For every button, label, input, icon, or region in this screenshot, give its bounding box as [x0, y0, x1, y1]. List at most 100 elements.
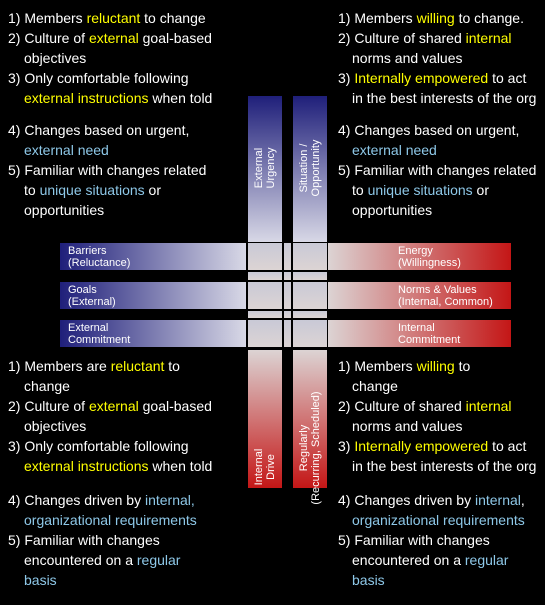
highlight-text: reluctant: [110, 358, 165, 374]
list-line: norms and values: [338, 48, 543, 68]
highlight-text: Internally empowered: [354, 438, 489, 454]
quadrant-top-right: 1) Members willing to change.2) Culture …: [338, 8, 543, 220]
plain-text: 2) Culture of: [8, 398, 89, 414]
plain-text: 3): [338, 438, 355, 454]
plain-text: 2) Culture of shared: [338, 30, 466, 46]
list-line: 3) Only comfortable following: [8, 436, 243, 456]
highlight-text: organizational requirements: [352, 512, 525, 528]
list-line: basis: [338, 570, 543, 590]
bar-barriers: [60, 243, 246, 270]
plain-text: 3) Only comfortable following: [8, 70, 189, 86]
list-line: 3) Only comfortable following: [8, 68, 243, 88]
plain-text: to: [352, 182, 368, 198]
highlight-text: external: [88, 398, 139, 414]
plain-text: 1) Members: [8, 10, 87, 26]
label-regularly: Regularly(Recurring, Scheduled): [293, 350, 327, 504]
plain-text: 5) Familiar with changes: [8, 532, 160, 548]
bar-energy: [328, 243, 511, 270]
highlight-text: regular: [464, 552, 509, 568]
plain-text: change: [24, 378, 70, 394]
label-norms-values: Norms & Values(Internal, Common): [398, 282, 510, 309]
plain-text: to act: [488, 70, 527, 86]
plain-text: 3) Only comfortable following: [8, 438, 189, 454]
highlight-text: regular: [136, 552, 181, 568]
plain-text: 2) Culture of: [8, 30, 89, 46]
highlight-text: external: [88, 30, 139, 46]
highlight-text: internal: [465, 30, 512, 46]
list-line: 3) Internally empowered to act: [338, 68, 543, 88]
list-line: 4) Changes driven by internal,: [8, 490, 243, 510]
highlight-text: external need: [352, 142, 437, 158]
list-line: external instructions when told: [8, 88, 243, 108]
label-goals: Goals(External): [68, 282, 238, 309]
plain-text: in the best interests of the org: [352, 458, 537, 474]
highlight-text: external need: [24, 142, 109, 158]
list-line: 2) Culture of external goal-based: [8, 28, 243, 48]
center-grid: [248, 243, 327, 347]
plain-text: when told: [148, 90, 213, 106]
list-line: organizational requirements: [338, 510, 543, 530]
bar-label-line: Goals: [68, 284, 97, 296]
bar-situation-opportunity: [293, 96, 327, 242]
bar-goals: [60, 282, 246, 309]
list-line: 1) Members willing to: [338, 356, 543, 376]
highlight-text: Internally empowered: [354, 70, 489, 86]
plain-text: goal-based: [138, 30, 212, 46]
plain-text: 4) Changes based on urgent,: [338, 122, 520, 138]
list-line: to unique situations or: [338, 180, 543, 200]
bar-label-line: Situation /: [298, 143, 310, 193]
bar-label-line: (Internal, Common): [398, 296, 493, 308]
list-line: 3) Internally empowered to act: [338, 436, 543, 456]
plain-text: 4) Changes driven by: [338, 492, 475, 508]
bar-label-line: External: [253, 147, 265, 189]
plain-text: 4) Changes based on urgent,: [8, 122, 190, 138]
plain-text: 5) Familiar with changes: [338, 532, 490, 548]
plain-text: 1) Members are: [8, 358, 111, 374]
highlight-text: willing: [416, 358, 455, 374]
list-line: 5) Familiar with changes: [8, 530, 243, 550]
highlight-text: unique situations: [367, 182, 473, 198]
bar-label-line: Opportunity: [310, 139, 322, 197]
list-line: objectives: [8, 416, 243, 436]
bar-label-line: (Recurring, Scheduled): [310, 391, 322, 505]
list-line: 4) Changes driven by internal,: [338, 490, 543, 510]
plain-text: 5) Familiar with changes related: [338, 162, 537, 178]
plain-text: 2) Culture of shared: [338, 398, 466, 414]
list-line: 2) Culture of shared internal: [338, 28, 543, 48]
plain-text: to: [454, 358, 471, 374]
bar-external-commitment: [60, 320, 246, 347]
bar-label-line: Regularly: [298, 424, 310, 472]
list-line: 5) Familiar with changes related: [338, 160, 543, 180]
plain-text: ,: [520, 492, 525, 508]
list-line: encountered on a regular: [338, 550, 543, 570]
bar-label-line: Commitment: [68, 334, 131, 346]
list-line: change: [8, 376, 243, 396]
plain-text: to: [164, 358, 180, 374]
plain-text: or: [472, 182, 489, 198]
bar-label-line: Urgency: [265, 147, 277, 189]
bar-label-line: (Willingness): [398, 257, 461, 269]
bar-label-line: Norms & Values: [398, 284, 477, 296]
plain-text: norms and values: [352, 418, 463, 434]
bar-internal-drive: [248, 350, 282, 488]
bar-label-line: (Reluctance): [68, 257, 131, 269]
highlight-text: unique situations: [39, 182, 145, 198]
highlight-text: external instructions: [24, 458, 149, 474]
label-energy: Energy(Willingness): [398, 243, 510, 270]
list-line: 4) Changes based on urgent,: [338, 120, 543, 140]
bar-label-line: External: [68, 322, 109, 334]
list-line: objectives: [8, 48, 243, 68]
label-barriers: Barriers(Reluctance): [68, 243, 238, 270]
bar-label-line: Barriers: [68, 245, 107, 257]
list-line: change: [338, 376, 543, 396]
plain-text: encountered on a: [352, 552, 465, 568]
highlight-text: willing: [416, 10, 455, 26]
list-line: in the best interests of the org: [338, 88, 543, 108]
list-line: 4) Changes based on urgent,: [8, 120, 243, 140]
list-line: opportunities: [338, 200, 543, 220]
bar-regularly: [293, 350, 327, 488]
list-line: 5) Familiar with changes related: [8, 160, 243, 180]
